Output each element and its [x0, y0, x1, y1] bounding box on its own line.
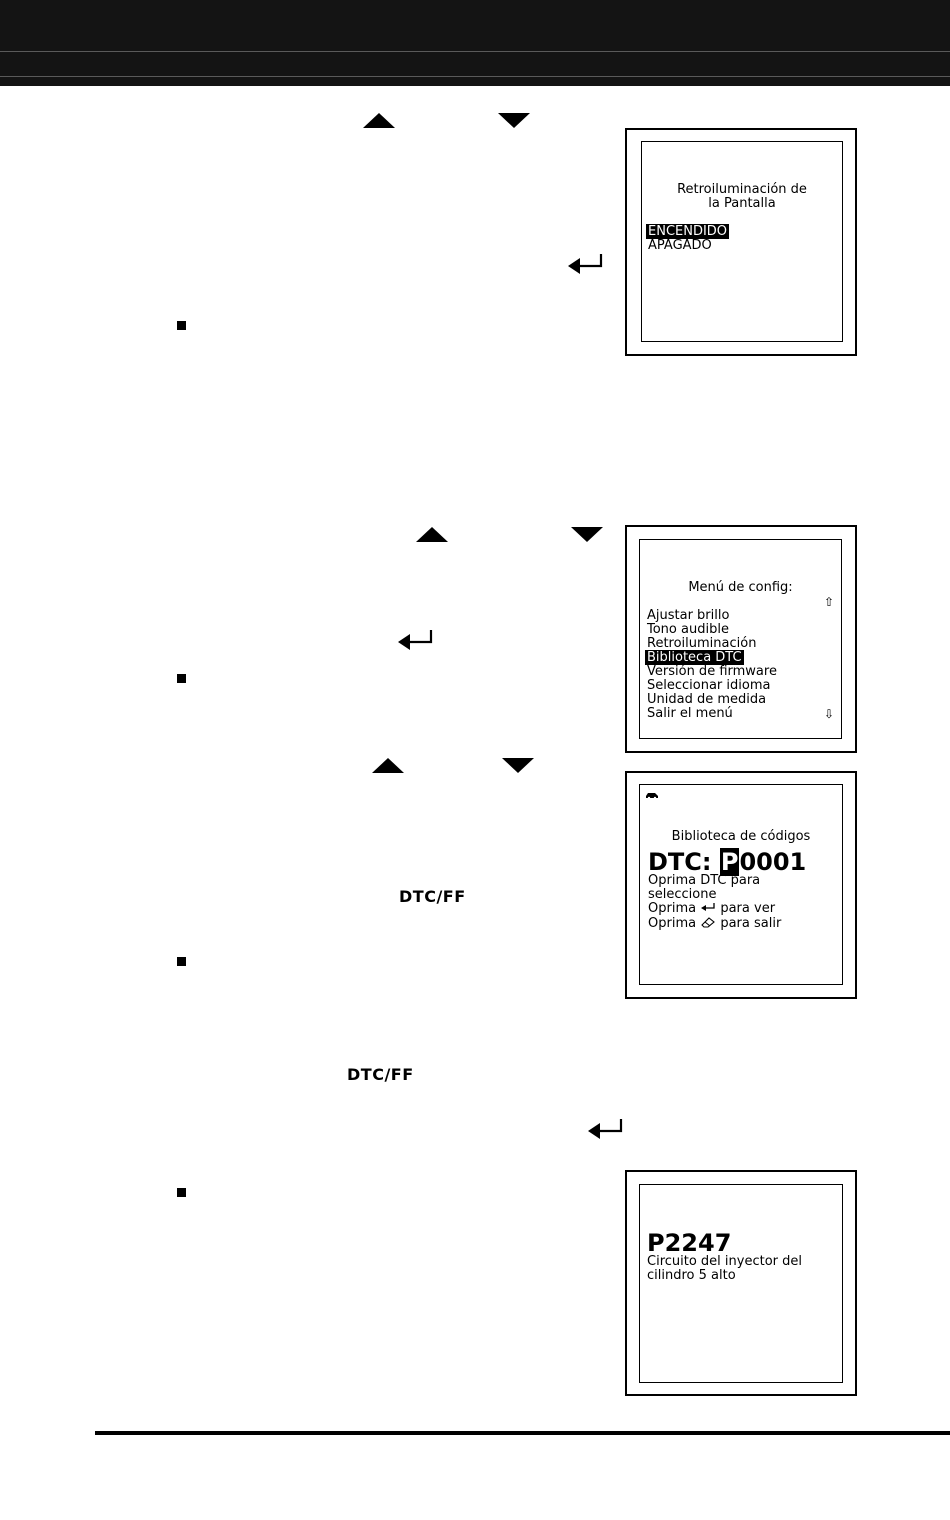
- option-list: ENCENDIDO APAGADO: [646, 224, 730, 253]
- instruction-line: Oprima para ver: [648, 901, 776, 916]
- header-divider: [0, 76, 950, 77]
- menu-item-unidad-medida: Unidad de medida: [647, 692, 767, 707]
- screen-title: Retroiluminación de: [677, 182, 807, 197]
- car-icon: [646, 793, 658, 799]
- screen-title: Biblioteca de códigos: [671, 829, 811, 844]
- code-description: cilindro 5 alto: [647, 1268, 736, 1283]
- dtc-ff-button-label: DTC/FF: [399, 887, 466, 906]
- option-apagado: APAGADO: [648, 238, 712, 253]
- scroll-down-icon: ⇩: [824, 707, 835, 721]
- scroll-up-icon: ⇧: [824, 595, 835, 609]
- lcd-display: Retroiluminación de la Pantalla ENCENDID…: [641, 141, 843, 342]
- down-arrow-icon: [571, 527, 603, 542]
- up-arrow-icon: [363, 113, 395, 128]
- bullet-icon: [177, 1188, 186, 1197]
- bullet-icon: [177, 957, 186, 966]
- screen-title: la Pantalla: [708, 196, 776, 211]
- down-arrow-icon: [498, 113, 530, 128]
- setup-menu-list: Ajustar brillo Tono audible Retroilumina…: [645, 609, 777, 721]
- lcd-screen-backlight: Retroiluminación de la Pantalla ENCENDID…: [625, 128, 857, 356]
- instruction-line: Oprima para salir: [648, 916, 782, 931]
- lcd-display: Menú de config: ⇧ Ajustar brillo Tono au…: [639, 539, 842, 739]
- menu-item-seleccionar-idioma: Seleccionar idioma: [647, 678, 771, 693]
- lcd-display: P2247 Circuito del inyector del cilindro…: [639, 1184, 843, 1383]
- lcd-screen-code-library: Biblioteca de códigos DTC: P0001 Oprima …: [625, 771, 857, 999]
- footer-rule: [95, 1431, 950, 1435]
- screen-title: Menú de config:: [688, 580, 793, 595]
- eraser-icon: [701, 917, 716, 928]
- dtc-cursor: P: [719, 848, 740, 876]
- menu-item-ajustar-brillo: Ajustar brillo: [647, 608, 730, 623]
- code-description: Circuito del inyector del: [647, 1254, 803, 1269]
- dtc-code: P2247: [647, 1229, 732, 1257]
- dtc-prefix: DTC:: [648, 848, 720, 876]
- menu-item-salir-menu: Salir el menú: [647, 706, 733, 721]
- dtc-code-entry: DTC: P0001: [648, 848, 807, 876]
- down-arrow-icon: [502, 758, 534, 773]
- dtc-ff-button-label: DTC/FF: [347, 1065, 414, 1084]
- lcd-screen-code-definition: P2247 Circuito del inyector del cilindro…: [625, 1170, 857, 1396]
- enter-icon: [701, 903, 715, 911]
- header-divider: [0, 51, 950, 52]
- page-header-bar: [0, 0, 950, 86]
- dtc-digits: 0001: [739, 848, 807, 876]
- menu-item-biblioteca-dtc-selected: Biblioteca DTC: [645, 650, 744, 665]
- enter-icon: [588, 1119, 623, 1139]
- instruction-line: Oprima DTC para: [648, 873, 761, 888]
- enter-icon: [398, 630, 433, 650]
- option-encendido-selected: ENCENDIDO: [646, 224, 730, 239]
- lcd-screen-setup-menu: Menú de config: ⇧ Ajustar brillo Tono au…: [625, 525, 857, 753]
- bullet-icon: [177, 321, 186, 330]
- menu-item-retroiluminacion: Retroiluminación: [647, 636, 757, 651]
- instruction-line: seleccione: [648, 887, 717, 902]
- bullet-icon: [177, 674, 186, 683]
- up-arrow-icon: [372, 758, 404, 773]
- up-arrow-icon: [416, 527, 448, 542]
- lcd-display: Biblioteca de códigos DTC: P0001 Oprima …: [639, 784, 843, 985]
- menu-item-tono-audible: Tono audible: [647, 622, 729, 637]
- enter-icon: [568, 254, 603, 274]
- menu-item-version-firmware: Versión de firmware: [647, 664, 777, 679]
